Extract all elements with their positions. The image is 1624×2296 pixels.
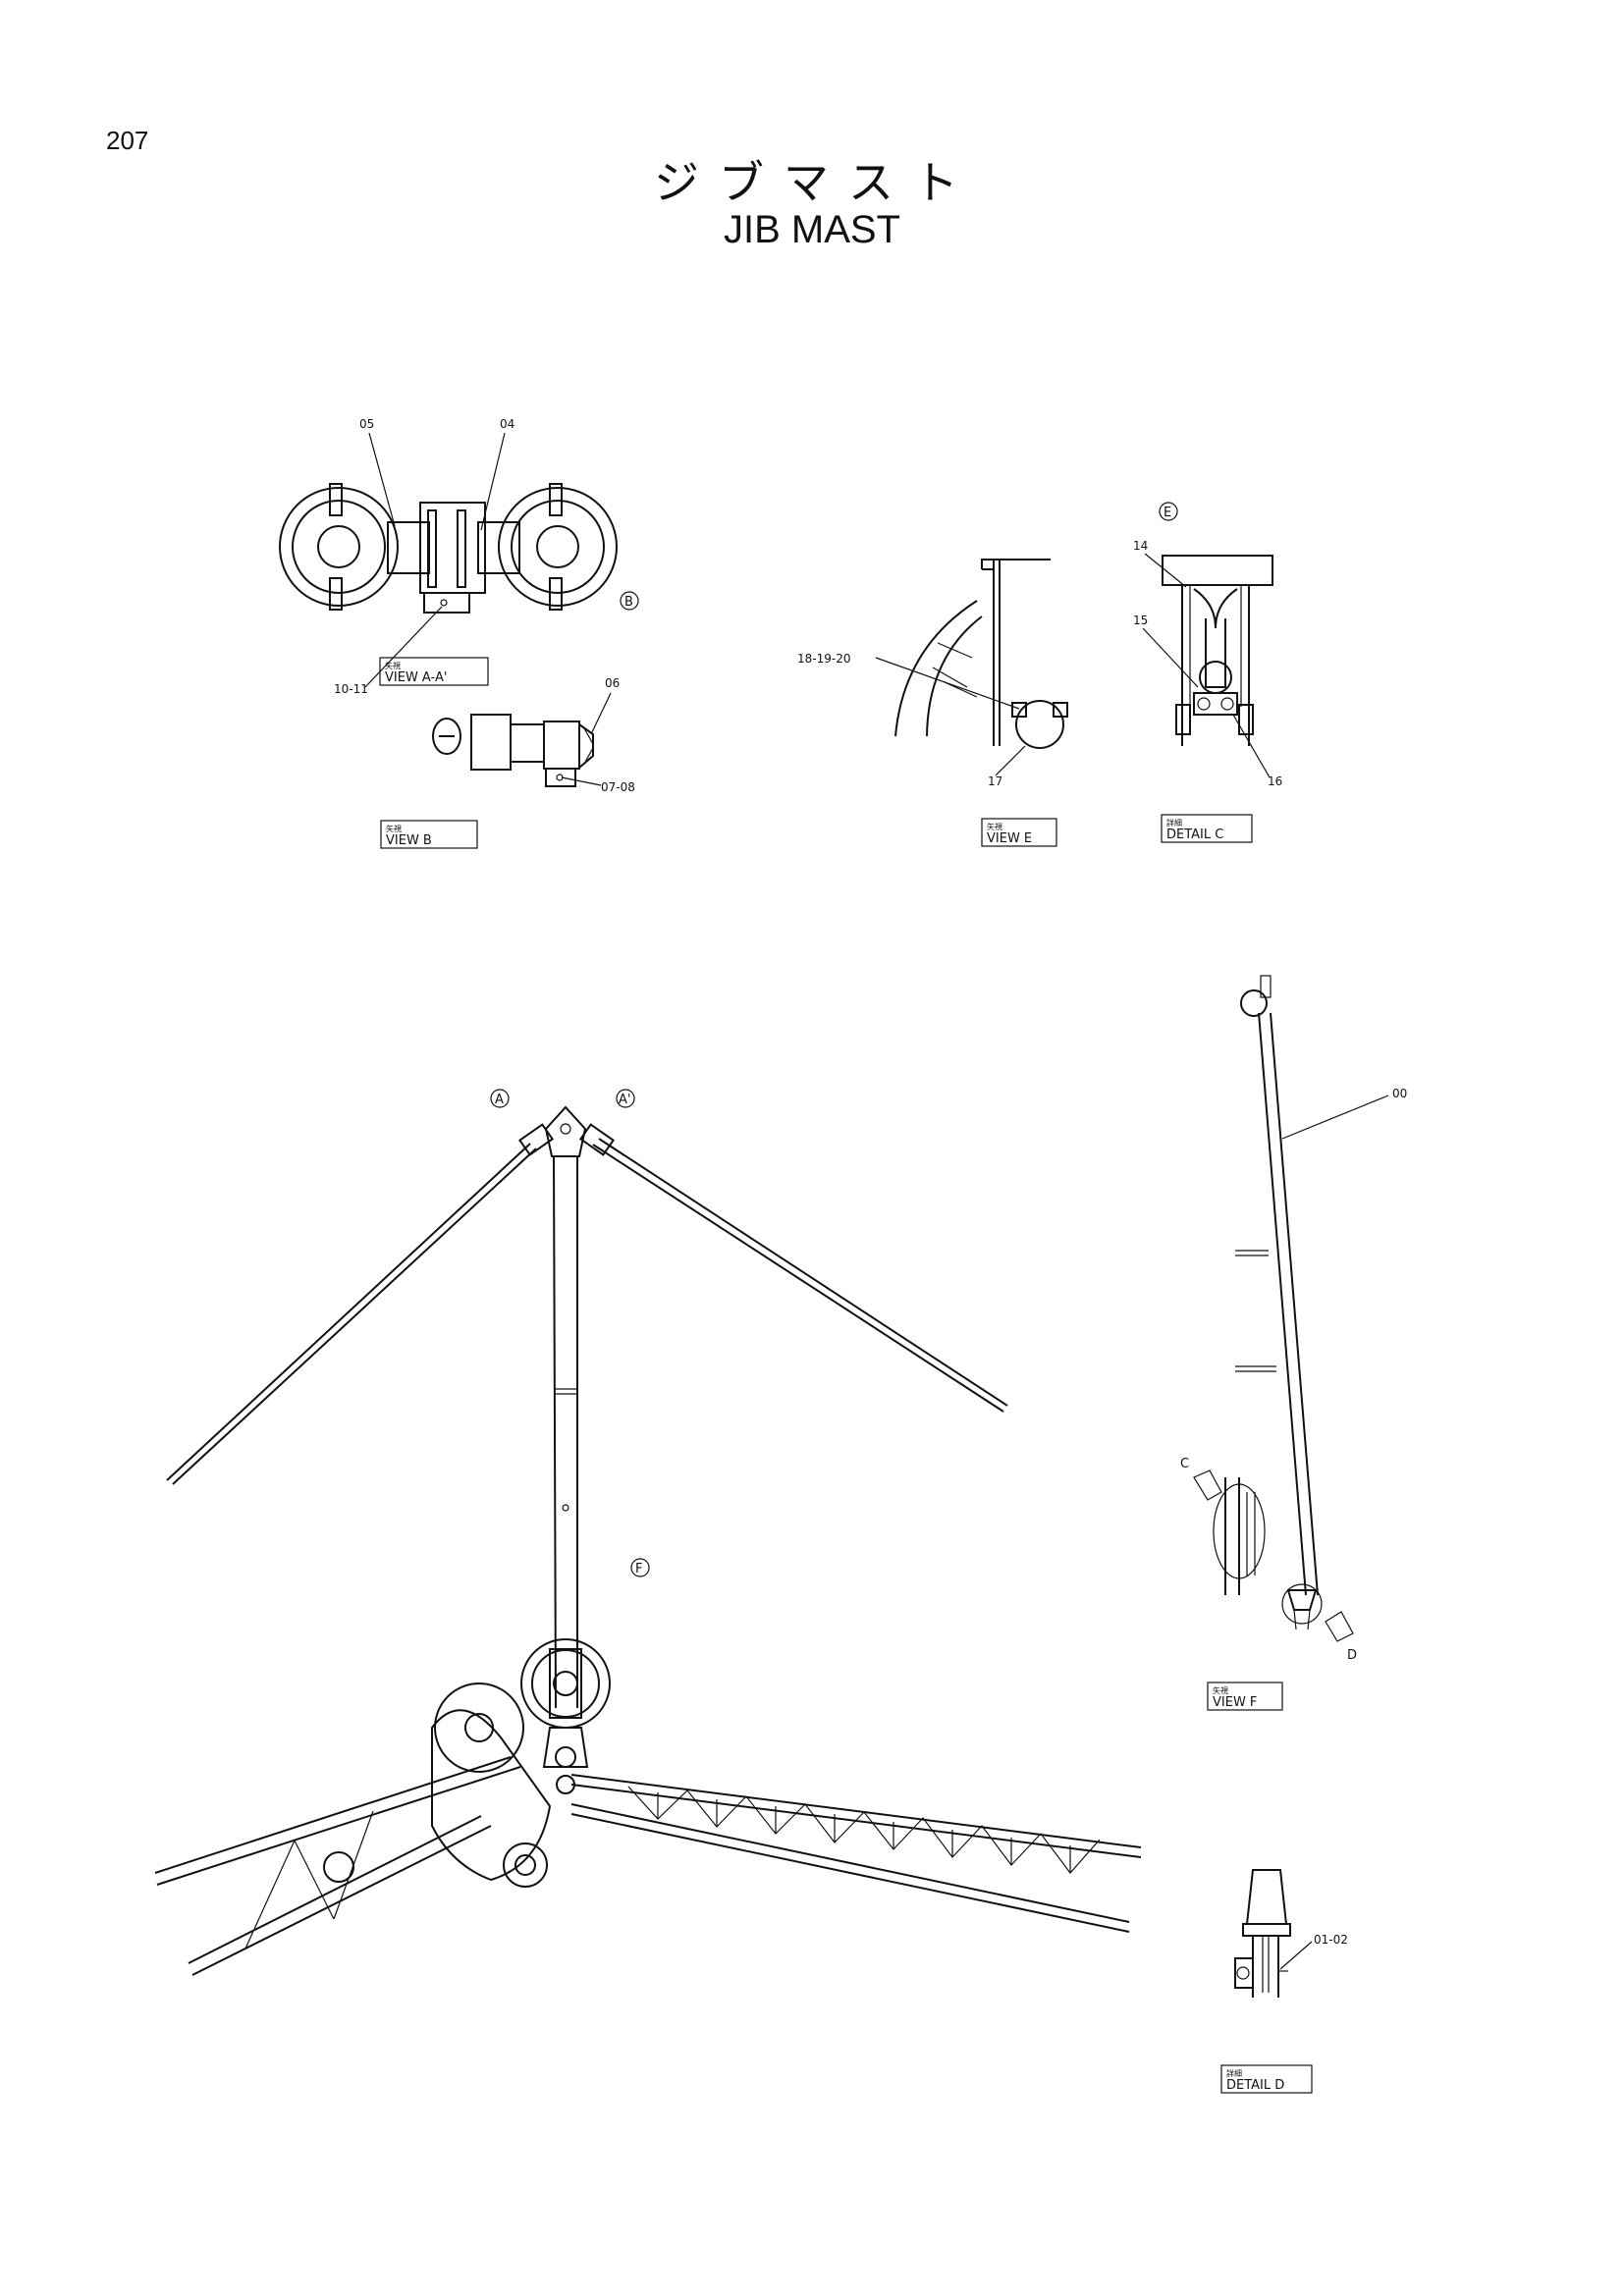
svg-text:E: E <box>1164 506 1171 520</box>
svg-text:詳細: 詳細 <box>1226 2068 1242 2078</box>
view-marker-b: B <box>620 591 639 611</box>
svg-text:VIEW F: VIEW F <box>1213 1695 1257 1710</box>
svg-text:矢視: 矢視 <box>386 824 402 833</box>
svg-text:矢視: 矢視 <box>1213 1685 1228 1695</box>
part-label-01-02: 01-02 <box>1314 1933 1348 1947</box>
main-assembly-drawing <box>154 1105 1142 1976</box>
part-label-06: 06 <box>605 676 620 690</box>
svg-text:VIEW E: VIEW E <box>987 831 1032 846</box>
view-label-e: 矢視 VIEW E <box>981 818 1057 847</box>
view-marker-a: A <box>490 1089 510 1108</box>
part-label-04: 04 <box>500 417 514 431</box>
part-label-07-08: 07-08 <box>601 780 635 794</box>
view-b-drawing <box>432 714 594 787</box>
view-marker-f: F <box>630 1558 650 1577</box>
view-marker-e: E <box>1159 502 1178 521</box>
part-label-05: 05 <box>359 417 374 431</box>
part-label-15: 15 <box>1133 614 1148 627</box>
svg-text:VIEW A-A': VIEW A-A' <box>385 670 447 685</box>
svg-text:矢視: 矢視 <box>385 661 401 670</box>
page-number: 207 <box>106 126 149 155</box>
view-label-a-a: 矢視 VIEW A-A' <box>379 657 489 686</box>
view-a-a-drawing <box>279 483 618 614</box>
view-f-drawing <box>1193 975 1354 1642</box>
title-english: JIB MAST <box>723 208 901 251</box>
svg-text:矢視: 矢視 <box>987 822 1002 831</box>
svg-text:A': A' <box>619 1093 630 1107</box>
svg-text:DETAIL D: DETAIL D <box>1226 2078 1284 2093</box>
svg-text:VIEW B: VIEW B <box>386 833 432 848</box>
detail-d-drawing <box>1234 1869 1291 1998</box>
part-label-14: 14 <box>1133 539 1148 553</box>
view-label-b: 矢視 VIEW B <box>380 820 478 849</box>
svg-text:A: A <box>495 1093 504 1107</box>
view-label-detail-d: 詳細 DETAIL D <box>1220 2064 1313 2094</box>
svg-text:DETAIL C: DETAIL C <box>1166 828 1223 842</box>
view-marker-a-prime: A' <box>616 1089 635 1108</box>
svg-text:B: B <box>624 595 633 610</box>
detail-c-drawing <box>1162 555 1273 746</box>
title-japanese: ジブマスト <box>654 156 978 209</box>
view-marker-d: D <box>1347 1648 1357 1663</box>
part-label-18-19-20: 18-19-20 <box>797 652 850 666</box>
part-label-17: 17 <box>988 774 1002 788</box>
view-label-f: 矢視 VIEW F <box>1207 1682 1283 1711</box>
view-e-drawing <box>894 559 1068 749</box>
part-label-16: 16 <box>1268 774 1282 788</box>
svg-text:F: F <box>635 1562 642 1576</box>
view-label-detail-c: 詳細 DETAIL C <box>1161 814 1253 843</box>
part-label-10-11: 10-11 <box>334 682 368 696</box>
svg-text:詳細: 詳細 <box>1166 818 1182 828</box>
part-label-00: 00 <box>1392 1087 1407 1100</box>
view-marker-c: C <box>1180 1457 1189 1471</box>
